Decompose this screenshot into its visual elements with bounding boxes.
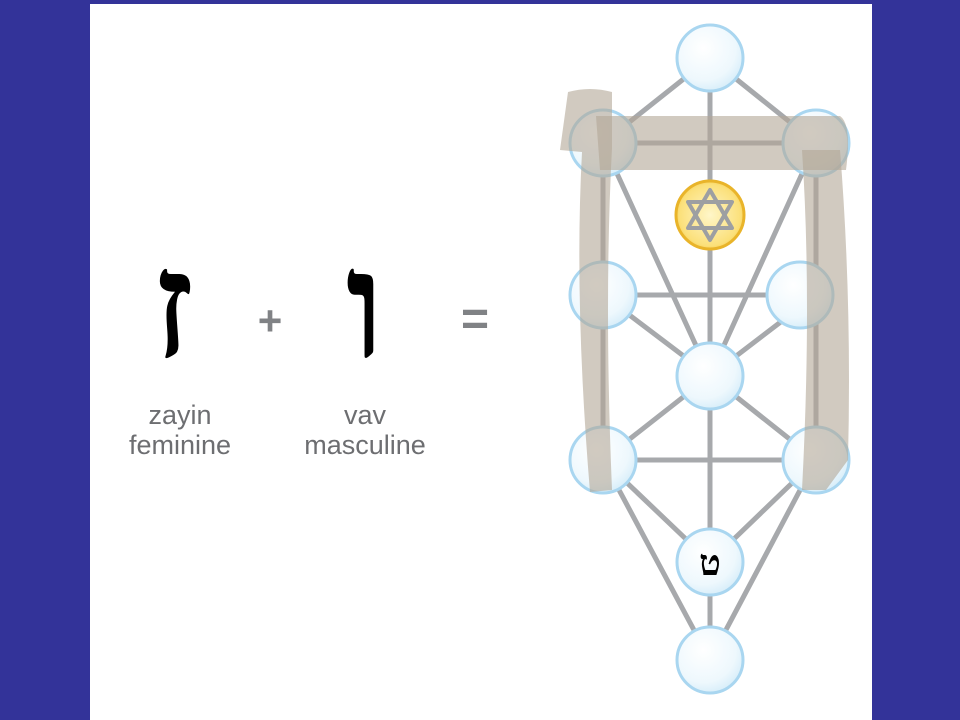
vav-caption: vav masculine [280, 400, 450, 460]
left-pillar-shade [560, 89, 612, 492]
sefira-node [675, 341, 745, 411]
plus-sign: + [257, 297, 283, 344]
vav-name: vav [343, 400, 387, 430]
top-bar-shade [596, 116, 848, 170]
path-line [600, 140, 713, 379]
path-line [707, 457, 819, 663]
star-of-david-icon-down [686, 200, 734, 242]
vav-letter: ו [345, 217, 385, 393]
tiferet-star [674, 179, 746, 251]
star-halo [674, 179, 746, 251]
sefira-node [675, 527, 745, 597]
vav-gender: masculine [304, 430, 426, 460]
teth-letter: ט [699, 542, 721, 584]
sefira-node [675, 625, 745, 695]
zayin-name: zayin [148, 400, 212, 430]
equals-sign: = [460, 293, 490, 346]
star-of-david-icon-up [686, 188, 734, 230]
sefira-node [675, 23, 745, 93]
pillar-shading [560, 89, 849, 492]
right-pillar-shade [802, 150, 849, 490]
zayin-caption: zayin feminine [110, 400, 250, 460]
zayin-letter: ז [152, 217, 194, 393]
path-line [707, 140, 819, 379]
path-line [600, 457, 713, 663]
zayin-gender: feminine [128, 430, 232, 460]
